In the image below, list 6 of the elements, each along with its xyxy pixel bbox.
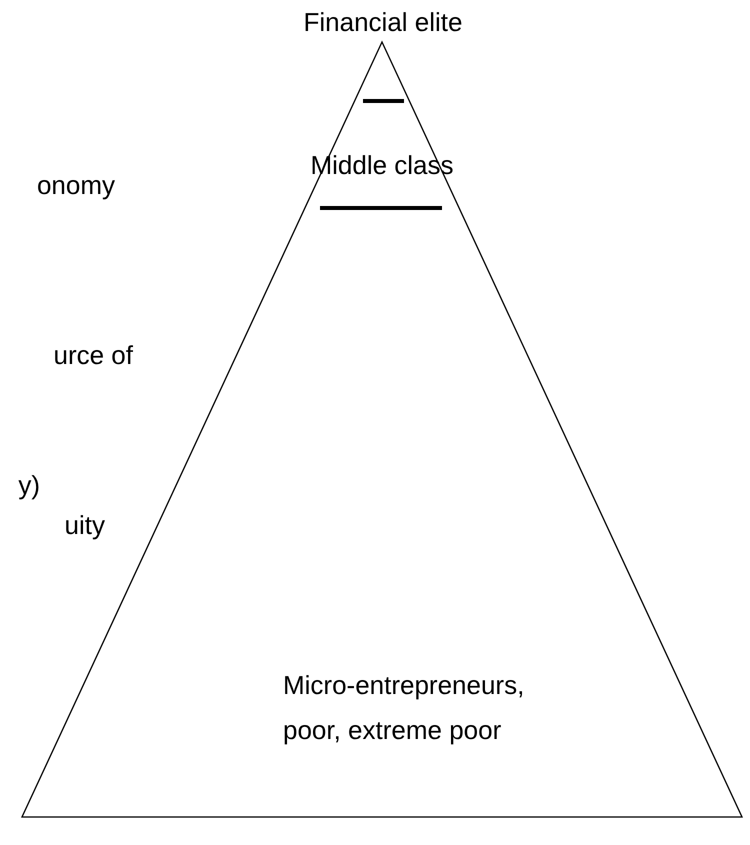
cropped-text: y) — [18, 470, 40, 500]
apex-label: Financial elite — [304, 7, 462, 37]
cropped-text: onomy — [36, 170, 115, 200]
tier-label: Micro-entrepreneurs, poor, extreme poor — [283, 669, 526, 747]
cropped-text: urce of — [54, 340, 133, 370]
cropped-text: uity — [64, 510, 105, 540]
